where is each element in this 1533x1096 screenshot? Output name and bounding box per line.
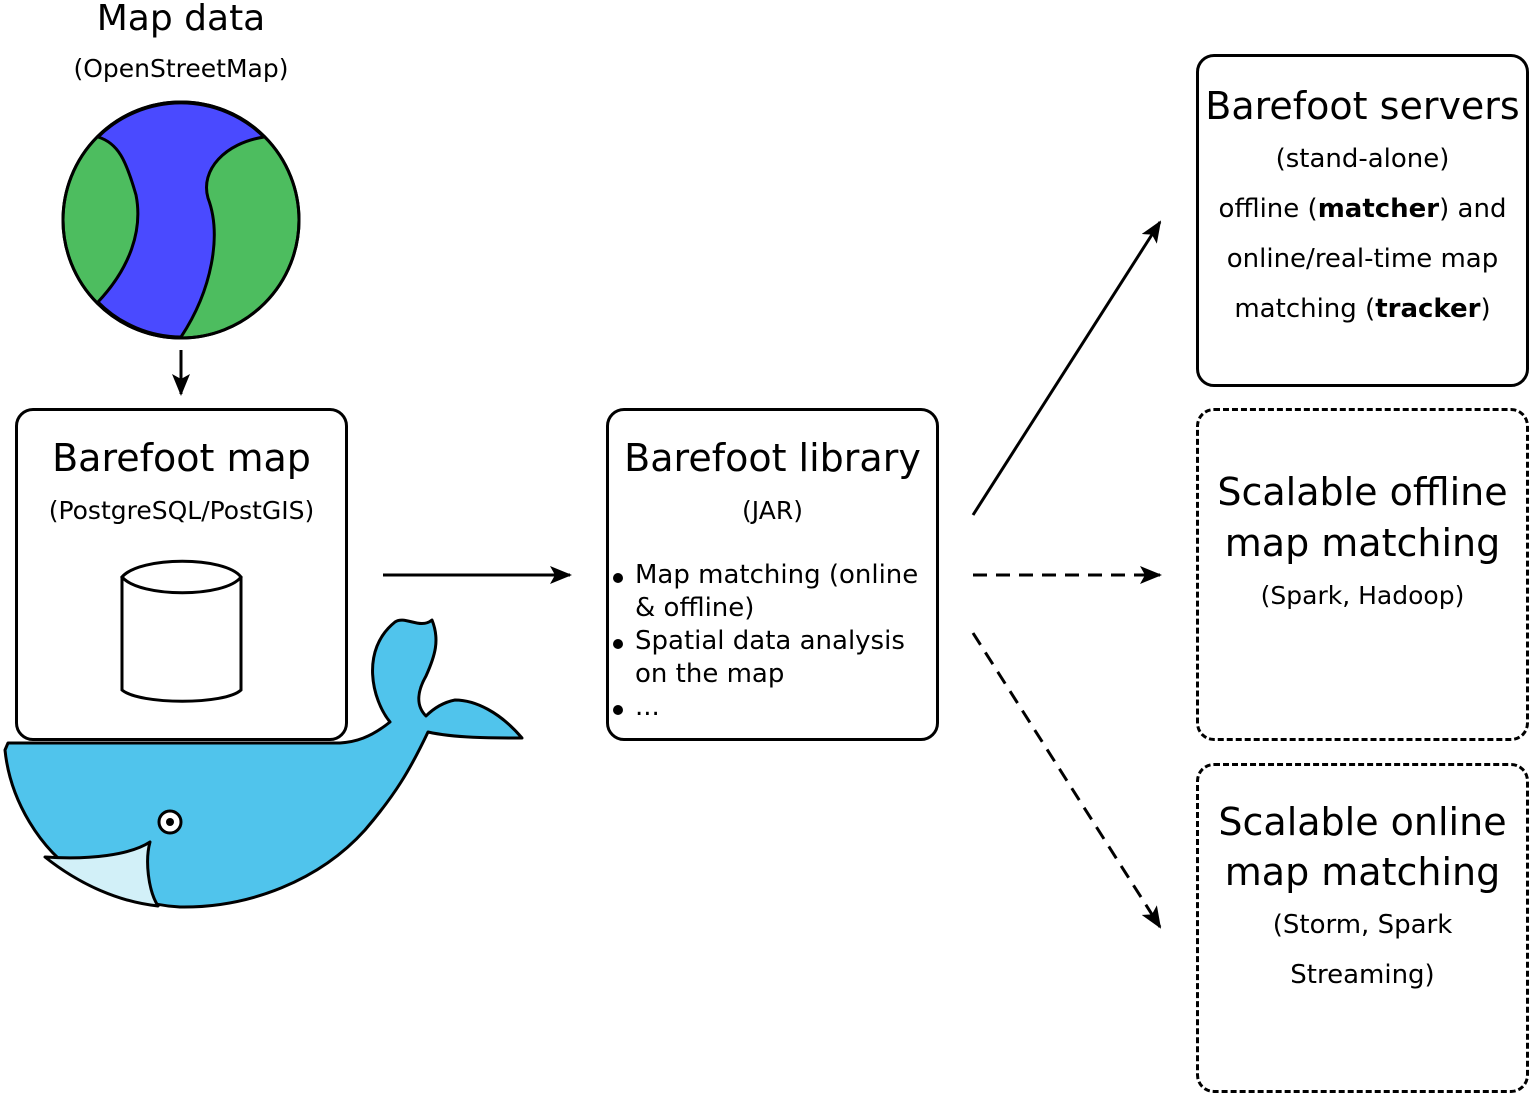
arrow-library-to-servers [971, 220, 1162, 516]
barefoot-map-title: Barefoot map [52, 436, 311, 480]
barefoot-servers-line-1: (stand-alone) [1275, 144, 1450, 174]
tracker-label: tracker [1375, 294, 1481, 324]
scalable-online-subtitle-line-2: Streaming) [1290, 960, 1435, 990]
barefoot-servers-title: Barefoot servers [1205, 84, 1520, 128]
bullet-icon [613, 639, 623, 649]
list-item: Map matching (online & offline) [607, 559, 932, 625]
database-icon [120, 559, 243, 703]
barefoot-servers-line-4: matching (tracker) [1234, 294, 1491, 324]
scalable-offline-box [1196, 408, 1529, 741]
barefoot-map-subtitle: (PostgreSQL/PostGIS) [48, 496, 315, 525]
barefoot-map-box [15, 408, 348, 741]
barefoot-servers-line-2: offline (matcher) and [1218, 194, 1507, 224]
barefoot-servers-box [1196, 54, 1529, 387]
scalable-offline-title-line-1: Scalable offline [1217, 470, 1508, 514]
list-item: Spatial data analysis on the map [607, 625, 932, 691]
scalable-online-subtitle-line-1: (Storm, Spark [1272, 910, 1453, 940]
matcher-label: matcher [1317, 194, 1440, 224]
scalable-offline-subtitle: (Spark, Hadoop) [1260, 581, 1465, 610]
bullet-icon [613, 573, 623, 583]
barefoot-library-subtitle: (JAR) [742, 496, 803, 525]
bullet-icon [613, 705, 623, 715]
scalable-online-title-line-2: map matching [1224, 850, 1501, 894]
barefoot-library-box [606, 408, 939, 741]
globe-icon [61, 100, 301, 340]
scalable-offline-title-line-2: map matching [1224, 521, 1501, 565]
scalable-online-title-line-1: Scalable online [1218, 800, 1507, 844]
list-item: ... [607, 691, 932, 724]
barefoot-servers-line-3: online/real-time map [1226, 244, 1499, 274]
map-data-subtitle: (OpenStreetMap) [73, 54, 289, 83]
barefoot-library-feature-list: Map matching (online & offline) Spatial … [607, 559, 932, 724]
map-data-title: Map data [96, 0, 266, 39]
barefoot-library-title: Barefoot library [624, 436, 921, 480]
scalable-online-box [1196, 763, 1529, 1093]
arrow-library-to-scalable-online [971, 632, 1162, 929]
docker-whale-icon [3, 618, 524, 909]
